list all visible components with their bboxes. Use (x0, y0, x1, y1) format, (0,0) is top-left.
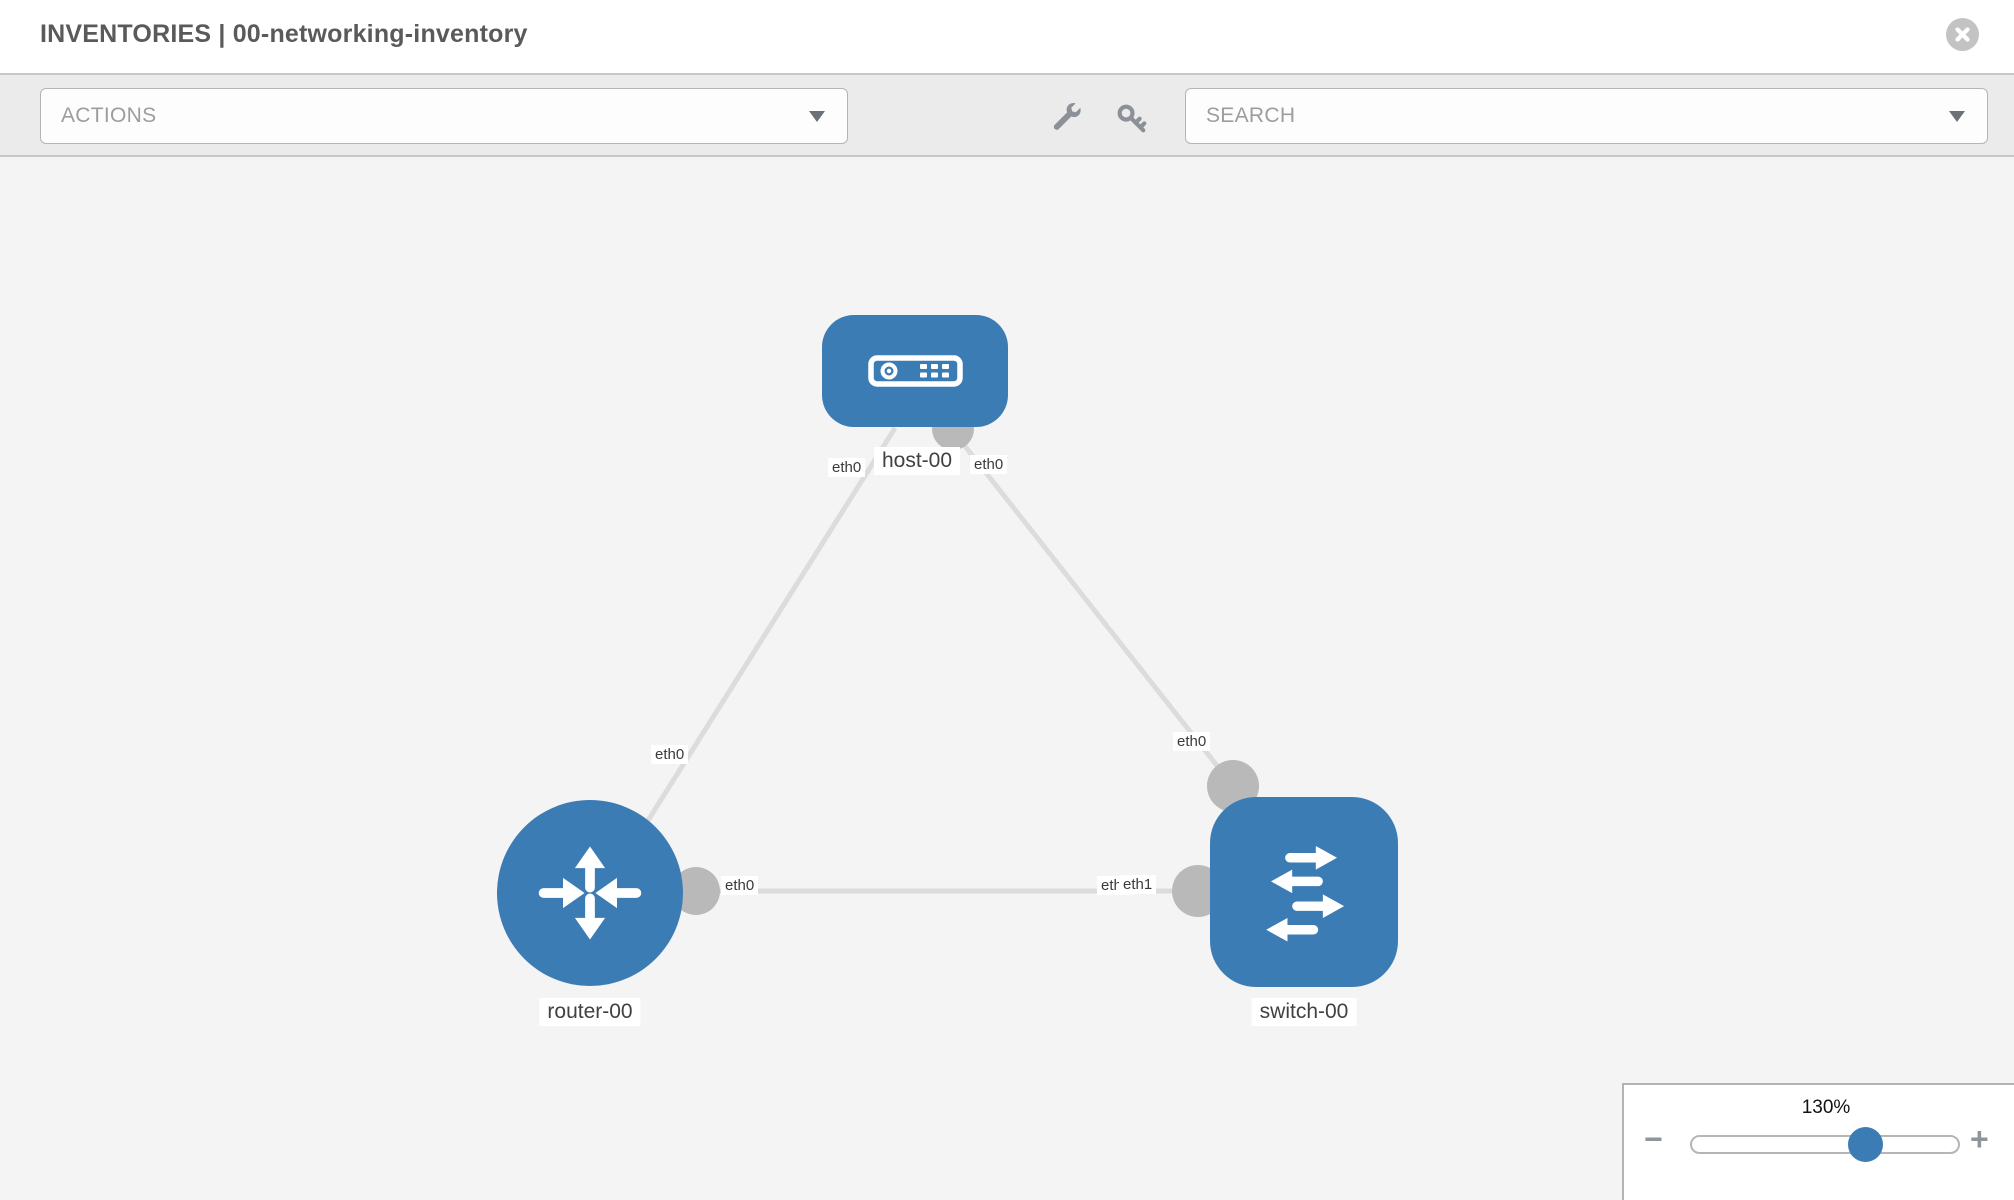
caret-down-icon (1949, 111, 1965, 122)
link-host-router[interactable] (617, 426, 898, 867)
node-router-00[interactable] (497, 800, 683, 986)
zoom-control-panel: 130% − + (1622, 1083, 2014, 1200)
search-dropdown-label: SEARCH (1206, 104, 1296, 127)
close-icon (1955, 27, 1970, 42)
toolbar: ACTIONS SEARCH (0, 73, 2014, 157)
node-label-host: host-00 (873, 447, 961, 475)
close-panel-button[interactable] (1946, 18, 1979, 51)
node-host-00[interactable] (822, 315, 1008, 427)
wrench-icon (1053, 102, 1081, 130)
credentials-button[interactable] (1112, 99, 1150, 137)
link-host-switch[interactable] (951, 429, 1235, 788)
zoom-out-button[interactable]: − (1644, 1121, 1663, 1157)
edge-label-host-eth0-left: eth0 (828, 458, 866, 477)
zoom-slider-track[interactable] (1690, 1135, 1960, 1154)
node-label-router: router-00 (539, 998, 641, 1026)
zoom-level-label: 130% (1801, 1097, 1851, 1118)
topology-canvas[interactable]: host-00 router-00 switch-00 eth0 eth0 et… (0, 157, 2014, 1200)
configure-tools-button[interactable] (1048, 99, 1086, 137)
host-icon (867, 355, 963, 387)
switch-icon (1266, 845, 1345, 942)
page-title: INVENTORIES | 00-networking-inventory (40, 20, 528, 48)
node-label-switch: switch-00 (1251, 998, 1357, 1026)
edge-label-mid-eth0: eth0 (721, 876, 759, 895)
zoom-slider-thumb[interactable] (1848, 1127, 1883, 1162)
network-links-layer (617, 408, 1259, 917)
router-icon (538, 846, 642, 940)
edge-label-router-eth0: eth0 (651, 745, 689, 764)
zoom-in-button[interactable]: + (1970, 1121, 1989, 1157)
edge-label-mid-eth1: eth1 (1119, 875, 1157, 894)
edge-label-host-eth0-right: eth0 (970, 455, 1008, 474)
actions-dropdown[interactable]: ACTIONS (40, 88, 848, 144)
panel-header: INVENTORIES | 00-networking-inventory (0, 0, 2014, 73)
connector-router-right[interactable] (672, 867, 720, 915)
node-switch-00[interactable] (1210, 797, 1398, 987)
actions-dropdown-label: ACTIONS (61, 104, 157, 127)
search-dropdown[interactable]: SEARCH (1185, 88, 1988, 144)
caret-down-icon (809, 111, 825, 122)
edge-label-switch-eth0: eth0 (1173, 732, 1211, 751)
key-icon (1117, 104, 1147, 133)
